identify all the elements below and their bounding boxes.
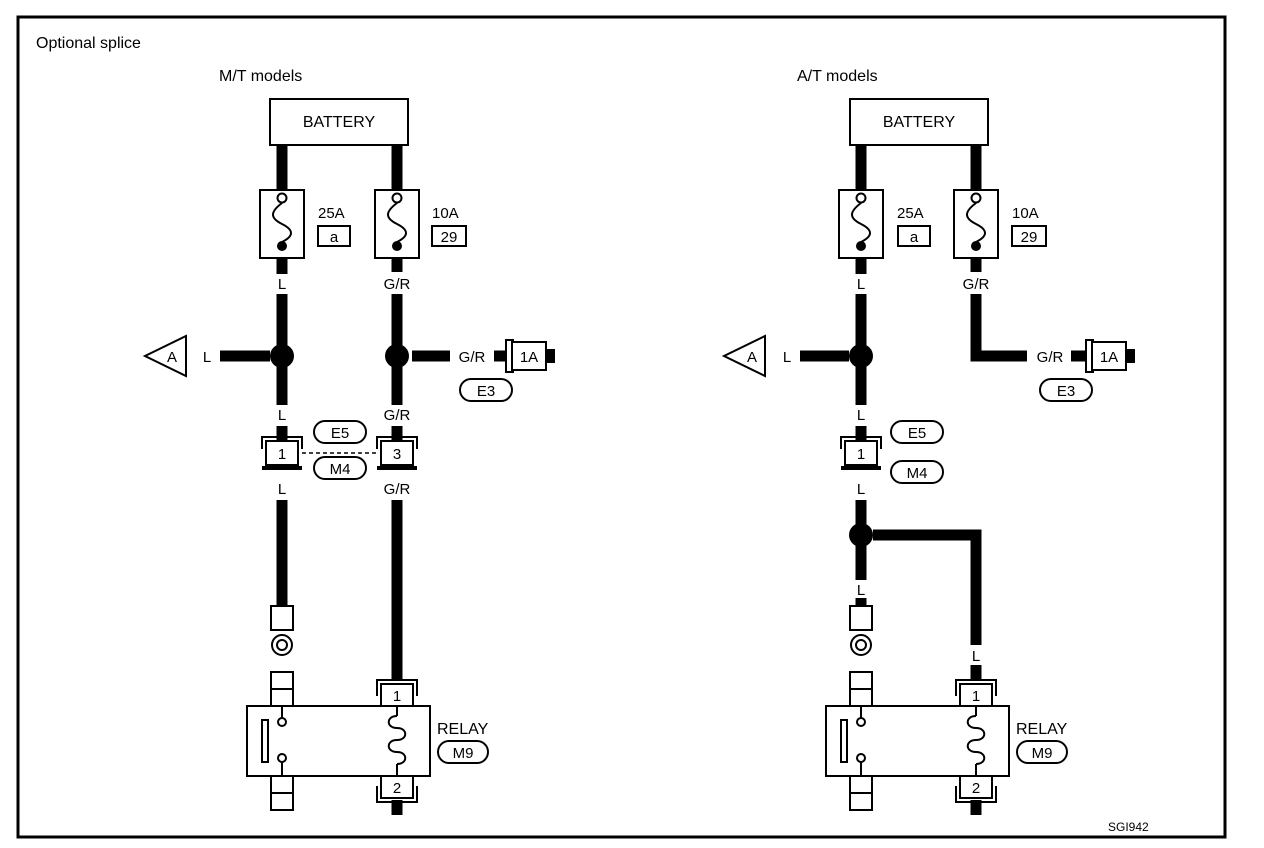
mt-connector-pin-1 — [261, 436, 303, 470]
mt-relay-pin-2-label: 2 — [393, 780, 401, 797]
at-relay-id-tag — [1016, 740, 1068, 764]
at-connector-e5-label: E5 — [908, 425, 926, 442]
at-fuse-25a-id: a — [910, 229, 919, 246]
at-connector-a-arrow — [721, 334, 766, 378]
mt-wire-label-l-3: L — [278, 407, 286, 424]
mt-pin-3-label: 3 — [393, 446, 401, 463]
mt-splice-gr — [385, 344, 409, 368]
mt-fuse-10a-rating: 10A — [432, 205, 459, 222]
at-wire-label-l-3: L — [857, 407, 865, 424]
mt-wire-label-l-4: L — [278, 481, 286, 498]
mt-relay-body — [246, 705, 431, 777]
at-wire-label-gr-1: G/R — [963, 276, 990, 293]
at-wire-label-gr-2: G/R — [1037, 349, 1064, 366]
mt-connector-1a-label: 1A — [520, 349, 538, 366]
mt-splice-l — [270, 344, 294, 368]
mt-fuse-25a-id: a — [330, 229, 339, 246]
at-battery-box — [849, 98, 989, 146]
mt-connector-m4-tag — [313, 456, 367, 480]
mt-models-title: M/T models — [219, 68, 302, 85]
mt-connector-m4-label: M4 — [330, 461, 351, 478]
mt-connector-e5-label: E5 — [331, 425, 349, 442]
mt-connector-a-label: A — [167, 349, 177, 366]
at-wire-label-l-4: L — [857, 481, 865, 498]
figure-code: SGI942 — [1108, 820, 1149, 834]
mt-fuse-25a — [259, 189, 305, 259]
at-ground-terminal — [849, 605, 873, 656]
at-splice-l-upper — [849, 344, 873, 368]
mt-fuse-10a — [374, 189, 420, 259]
at-fuse-10a-id-box — [1011, 225, 1047, 247]
mt-battery-box — [269, 98, 409, 146]
mt-connector-a-arrow — [142, 334, 187, 378]
at-battery-label: BATTERY — [883, 114, 956, 131]
at-connector-e5-tag — [890, 420, 944, 444]
at-connector-pin-1 — [840, 436, 882, 470]
mt-pin-1-label: 1 — [278, 446, 286, 463]
at-splice-l-lower — [849, 523, 873, 547]
mt-battery-label: BATTERY — [303, 114, 376, 131]
at-connector-1a — [1085, 339, 1135, 373]
at-relay-pin-2-label: 2 — [972, 780, 980, 797]
at-connector-e3-label: E3 — [1057, 383, 1075, 400]
at-fuse-10a — [953, 189, 999, 259]
mt-models-section: M/T models BATTERY 25A — [142, 68, 555, 815]
at-models-title: A/T models — [797, 68, 878, 85]
at-connector-1a-label: 1A — [1100, 349, 1118, 366]
mt-relay-pin-1-label: 1 — [393, 688, 401, 705]
at-models-section: A/T models BATTERY 25A a — [721, 68, 1135, 815]
at-wire-label-l-5: L — [857, 582, 865, 599]
at-fuse-25a — [838, 189, 884, 259]
mt-relay-pin-1-connector — [376, 679, 418, 707]
mt-wire-label-gr-3: G/R — [384, 407, 411, 424]
mt-fuse-10a-id-box — [431, 225, 467, 247]
mt-connector-1a — [505, 339, 555, 373]
mt-fuse-25a-id-box — [317, 225, 351, 247]
mt-wire-label-gr-1: G/R — [384, 276, 411, 293]
at-connector-m4-tag — [890, 460, 944, 484]
at-relay-body — [825, 705, 1010, 777]
at-relay-id: M9 — [1032, 745, 1053, 762]
diagram-title: Optional splice — [36, 35, 141, 52]
mt-relay-id: M9 — [453, 745, 474, 762]
at-fuse-10a-id: 29 — [1021, 229, 1038, 246]
at-connector-e3-tag — [1039, 378, 1093, 402]
mt-wire-label-l-2: L — [203, 349, 211, 366]
at-relay-pin-1-connector — [955, 679, 997, 707]
at-connector-m4-label: M4 — [907, 465, 928, 482]
at-wire-label-l-6: L — [972, 648, 980, 665]
at-fuse-25a-id-box — [897, 225, 931, 247]
at-connector-a-label: A — [747, 349, 757, 366]
diagram-frame — [16, 15, 1227, 839]
mt-wire-label-l-1: L — [278, 276, 286, 293]
mt-connector-pin-3 — [376, 436, 418, 470]
mt-wire-label-gr-2: G/R — [459, 349, 486, 366]
mt-relay-switch-terminals — [270, 671, 294, 811]
mt-relay-label: RELAY — [437, 721, 489, 738]
mt-ground-terminal — [270, 605, 294, 656]
at-wire-label-l-1: L — [857, 276, 865, 293]
mt-connector-e3-tag — [459, 378, 513, 402]
at-relay-label: RELAY — [1016, 721, 1068, 738]
at-relay-switch-terminals — [849, 671, 873, 811]
mt-wire-label-gr-4: G/R — [384, 481, 411, 498]
at-fuse-10a-rating: 10A — [1012, 205, 1039, 222]
at-fuse-25a-rating: 25A — [897, 205, 924, 222]
mt-fuse-25a-rating: 25A — [318, 205, 345, 222]
at-relay-pin-1-label: 1 — [972, 688, 980, 705]
mt-connector-e3-label: E3 — [477, 383, 495, 400]
at-pin-1-label: 1 — [857, 446, 865, 463]
at-wire-label-l-2: L — [783, 349, 791, 366]
at-relay-pin-2-connector — [955, 775, 997, 803]
mt-connector-e5-tag — [313, 420, 367, 444]
mt-relay-id-tag — [437, 740, 489, 764]
mt-fuse-10a-id: 29 — [441, 229, 458, 246]
